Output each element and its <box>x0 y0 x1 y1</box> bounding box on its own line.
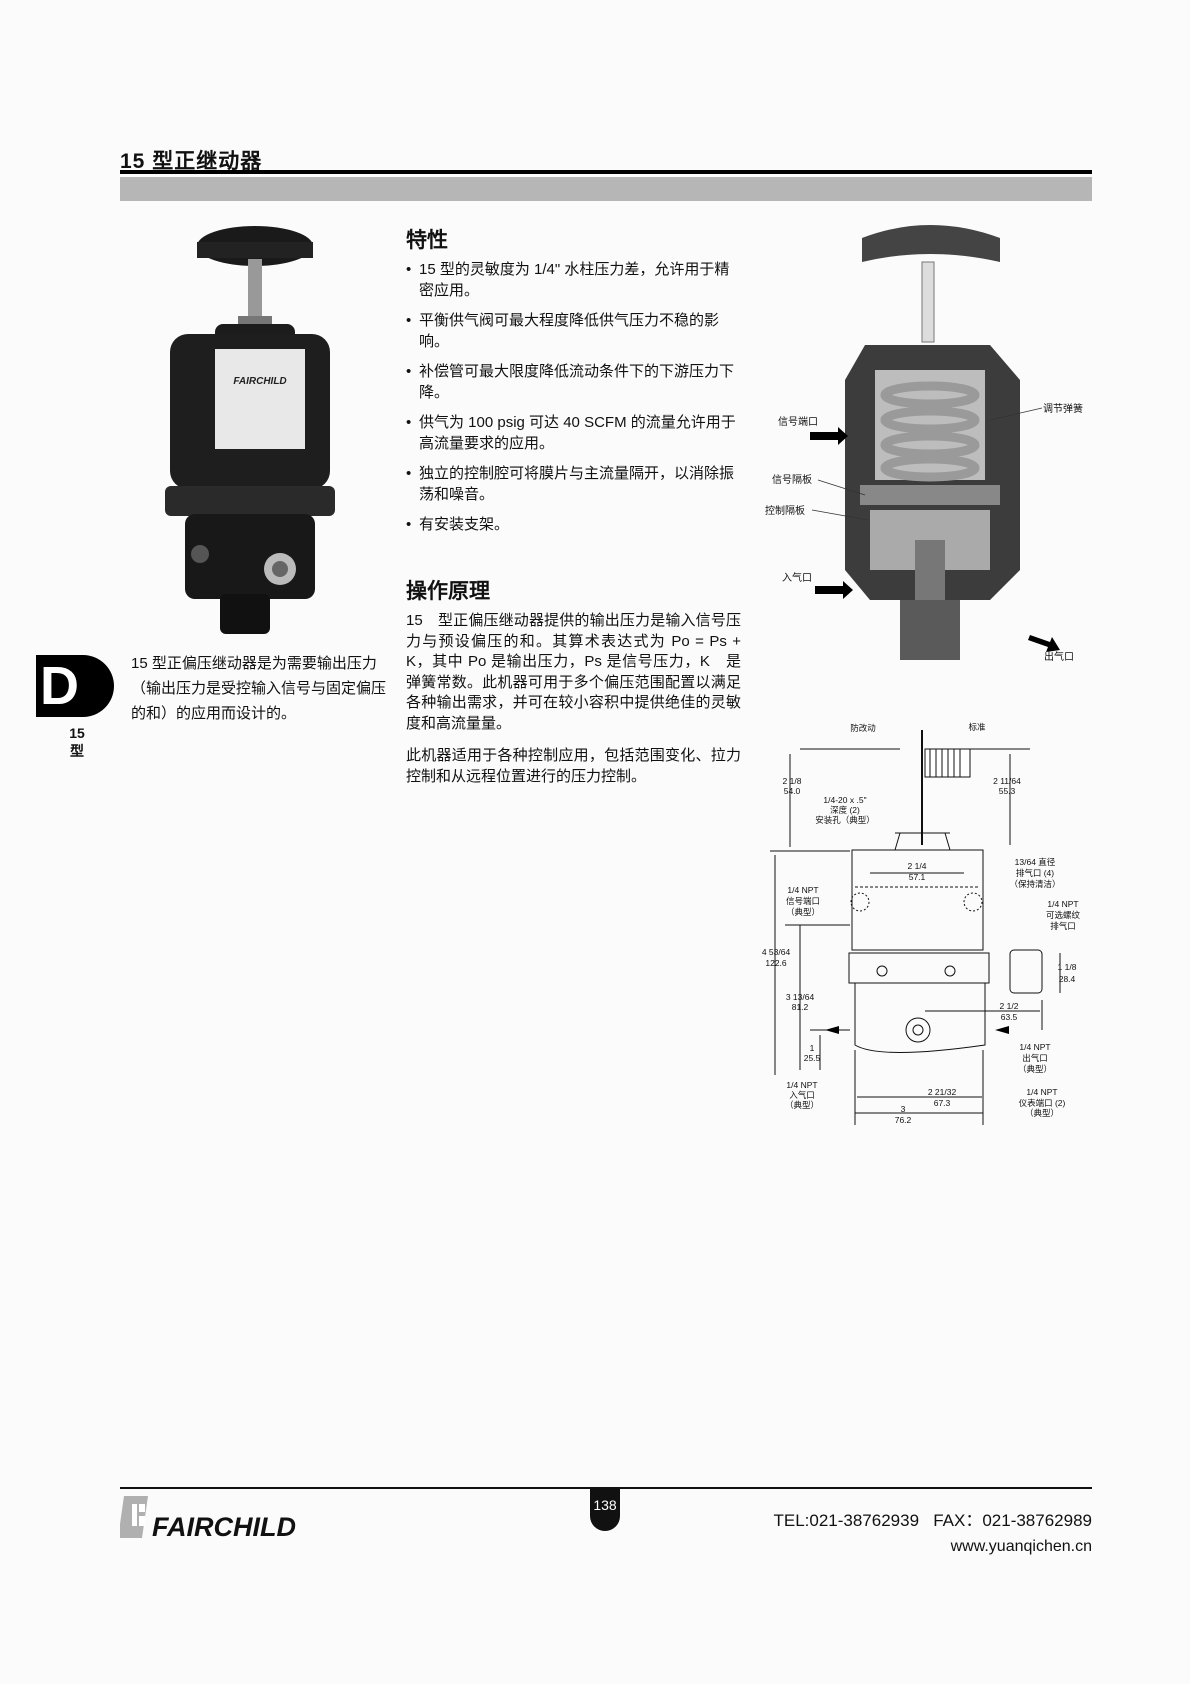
dim-text: 排气口 (4) <box>1016 868 1054 878</box>
dim-text: 1 <box>810 1043 815 1053</box>
dim-text: 67.3 <box>934 1098 951 1108</box>
page-number: 138 <box>590 1487 620 1531</box>
dim-text: （典型） <box>785 1100 819 1110</box>
dim-text: 13/64 直径 <box>1015 857 1056 867</box>
cutaway-diagram: 信号端口 调节弹簧 信号隔板 控制隔板 入气口 出气口 <box>765 225 1083 663</box>
dim-text: 排气口 <box>1050 921 1076 931</box>
feature-item: 平衡供气阀可最大程度降低供气压力不稳的影响。 <box>406 311 741 352</box>
dim-text: 122.6 <box>765 958 787 968</box>
dim-text: 2 1/8 <box>783 776 802 786</box>
dim-text: 54.0 <box>784 786 801 796</box>
dim-text: （典型） <box>1018 1064 1052 1074</box>
dim-text: 1/4 NPT <box>786 1080 817 1090</box>
dim-text: 1/4 NPT <box>1047 899 1078 909</box>
dim-text: 1 1/8 <box>1058 962 1077 972</box>
label-control-diaphragm: 控制隔板 <box>765 504 805 517</box>
features-heading: 特性 <box>406 229 448 252</box>
section-tab-label: 15 型 <box>62 724 92 760</box>
dim-text: 2 1/2 <box>1000 1001 1019 1011</box>
dim-text: 28.4 <box>1059 974 1076 984</box>
tab-model: 15 <box>69 725 85 741</box>
title-rule <box>120 170 1092 174</box>
dim-text: 2 11/64 <box>993 776 1021 786</box>
dim-text: 4 53/64 <box>762 947 791 957</box>
dim-text: 深度 (2) <box>830 805 860 815</box>
feature-item: 供气为 100 psig 可达 40 SCFM 的流量允许用于高流量要求的应用。 <box>406 413 741 454</box>
dim-text: 1/4 NPT <box>1019 1042 1050 1052</box>
product-label <box>215 349 305 449</box>
dim-text: （典型） <box>786 907 820 917</box>
dim-text: 63.5 <box>1001 1012 1018 1022</box>
feature-item: 15 型的灵敏度为 1/4" 水柱压力差，允许用于精密应用。 <box>406 260 741 301</box>
label-signal-port: 信号端口 <box>778 415 818 428</box>
label-signal-diaphragm: 信号隔板 <box>772 473 812 486</box>
website: www.yuanqichen.cn <box>950 1538 1092 1555</box>
dim-text: 3 13/64 <box>786 992 815 1002</box>
dim-text: 信号端口 <box>786 896 820 906</box>
dim-tamper: 防改动 <box>850 723 876 733</box>
feature-item: 独立的控制腔可将膜片与主流量隔开，以消除振荡和噪音。 <box>406 464 741 505</box>
operation-paragraph: 此机器适用于各种控制应用，包括范围变化、拉力控制和从远程位置进行的压力控制。 <box>406 747 741 785</box>
features-list: 15 型的灵敏度为 1/4" 水柱压力差，允许用于精密应用。 平衡供气阀可最大程… <box>406 260 741 546</box>
dim-text: 1/4-20 x .5" <box>823 795 866 805</box>
section-tab: D <box>36 655 114 717</box>
dim-text: 55.3 <box>999 786 1016 796</box>
dim-text: 2 1/4 <box>908 861 927 871</box>
feature-item: 有安装支架。 <box>406 515 741 536</box>
label-outlet: 出气口 <box>1044 650 1074 663</box>
dim-text: 仪表端口 (2) <box>1019 1098 1066 1108</box>
dim-text: 1/4 NPT <box>1026 1087 1057 1097</box>
page-title: 15 型正继动器 <box>120 150 263 173</box>
dim-text: 3 <box>901 1104 906 1114</box>
label-brand: FAIRCHILD <box>233 376 286 387</box>
product-photo: FAIRCHILD <box>165 226 335 634</box>
dim-text: 57.1 <box>909 872 926 882</box>
label-range-spring: 调节弹簧 <box>1043 402 1083 415</box>
logo-text: FAIRCHILD <box>152 1512 296 1542</box>
dim-text: 安装孔（典型） <box>815 815 875 825</box>
dim-text: 入气口 <box>789 1090 815 1100</box>
intro-text: 15 型正偏压继动器是为需要输出压力（输出压力是受控输入信号与固定偏压的和）的应… <box>131 655 387 722</box>
dim-text: 81.2 <box>792 1002 809 1012</box>
contact-info: TEL:021-38762939 FAX：021-38762989 <box>773 1511 1092 1530</box>
dim-standard: 标准 <box>968 722 986 732</box>
fairchild-logo: FAIRCHILD <box>120 1496 296 1542</box>
dim-text: 出气口 <box>1022 1053 1048 1063</box>
dim-text: 可选螺纹 <box>1046 910 1081 920</box>
dim-text: （保持清洁） <box>1009 879 1060 889</box>
dim-text: （典型） <box>1025 1108 1059 1118</box>
operation-paragraph: 15 型正偏压继动器提供的输出压力是输入信号压力与预设偏压的和。其算术表达式为 … <box>406 612 741 732</box>
operation-heading: 操作原理 <box>406 580 490 603</box>
dim-text: 25.5 <box>804 1053 821 1063</box>
title-band <box>120 177 1092 201</box>
dim-text: 2 21/32 <box>928 1087 957 1097</box>
operation-text: 15 型正偏压继动器提供的输出压力是输入信号压力与预设偏压的和。其算术表达式为 … <box>406 611 741 799</box>
dim-text: 1/4 NPT <box>787 885 818 895</box>
tab-type: 型 <box>70 743 84 759</box>
dim-text: 76.2 <box>895 1115 912 1125</box>
label-inlet: 入气口 <box>782 571 812 584</box>
feature-item: 补偿管可最大限度降低流动条件下的下游压力下降。 <box>406 362 741 403</box>
dimension-drawing: 防改动 标准 2 1/8 54.0 2 11/64 55.3 1/4-20 x … <box>762 722 1081 1125</box>
